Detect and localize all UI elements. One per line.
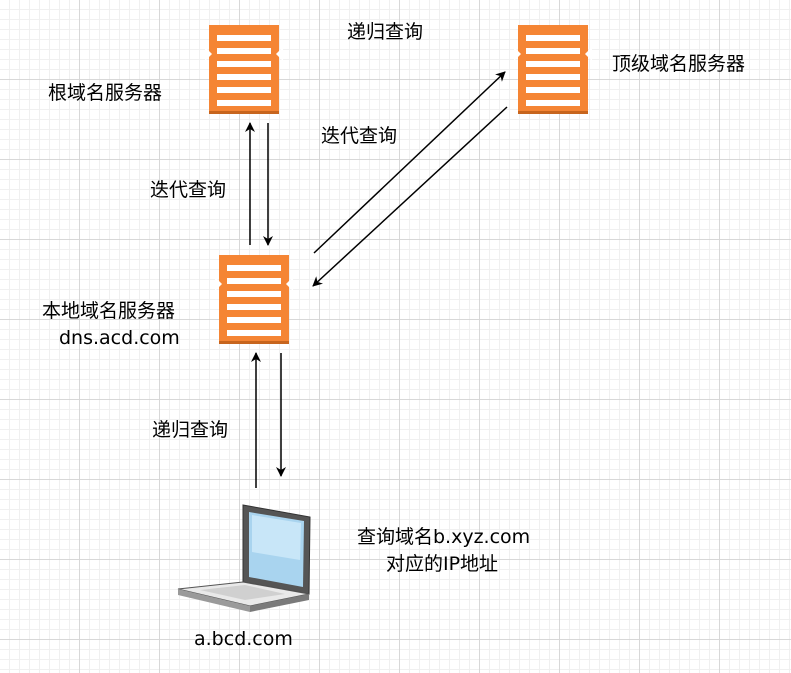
tld-server-icon[interactable] xyxy=(514,25,592,114)
local-server-icon[interactable] xyxy=(215,255,293,344)
root-server-icon[interactable] xyxy=(205,25,283,114)
laptop-icon[interactable] xyxy=(177,504,311,612)
tld-iterative-label: 迭代查询 xyxy=(321,125,398,147)
query-note-line2: 对应的IP地址 xyxy=(386,553,499,575)
client-label: a.bcd.com xyxy=(194,628,293,650)
query-note-line1: 查询域名b.xyz.com xyxy=(357,526,531,548)
top-recursive-label: 递归查询 xyxy=(347,21,424,43)
root-iterative-label: 迭代查询 xyxy=(150,179,227,201)
client-recursive-label: 递归查询 xyxy=(152,419,229,441)
local-server-label-line1: 本地域名服务器 xyxy=(42,300,176,322)
root-server-label: 根域名服务器 xyxy=(48,82,163,104)
edge-local-to-tld xyxy=(313,71,506,254)
tld-server-label: 顶级域名服务器 xyxy=(612,53,746,75)
local-server-label-line2: dns.acd.com xyxy=(59,327,180,349)
edge-tld-to-local xyxy=(312,106,508,287)
